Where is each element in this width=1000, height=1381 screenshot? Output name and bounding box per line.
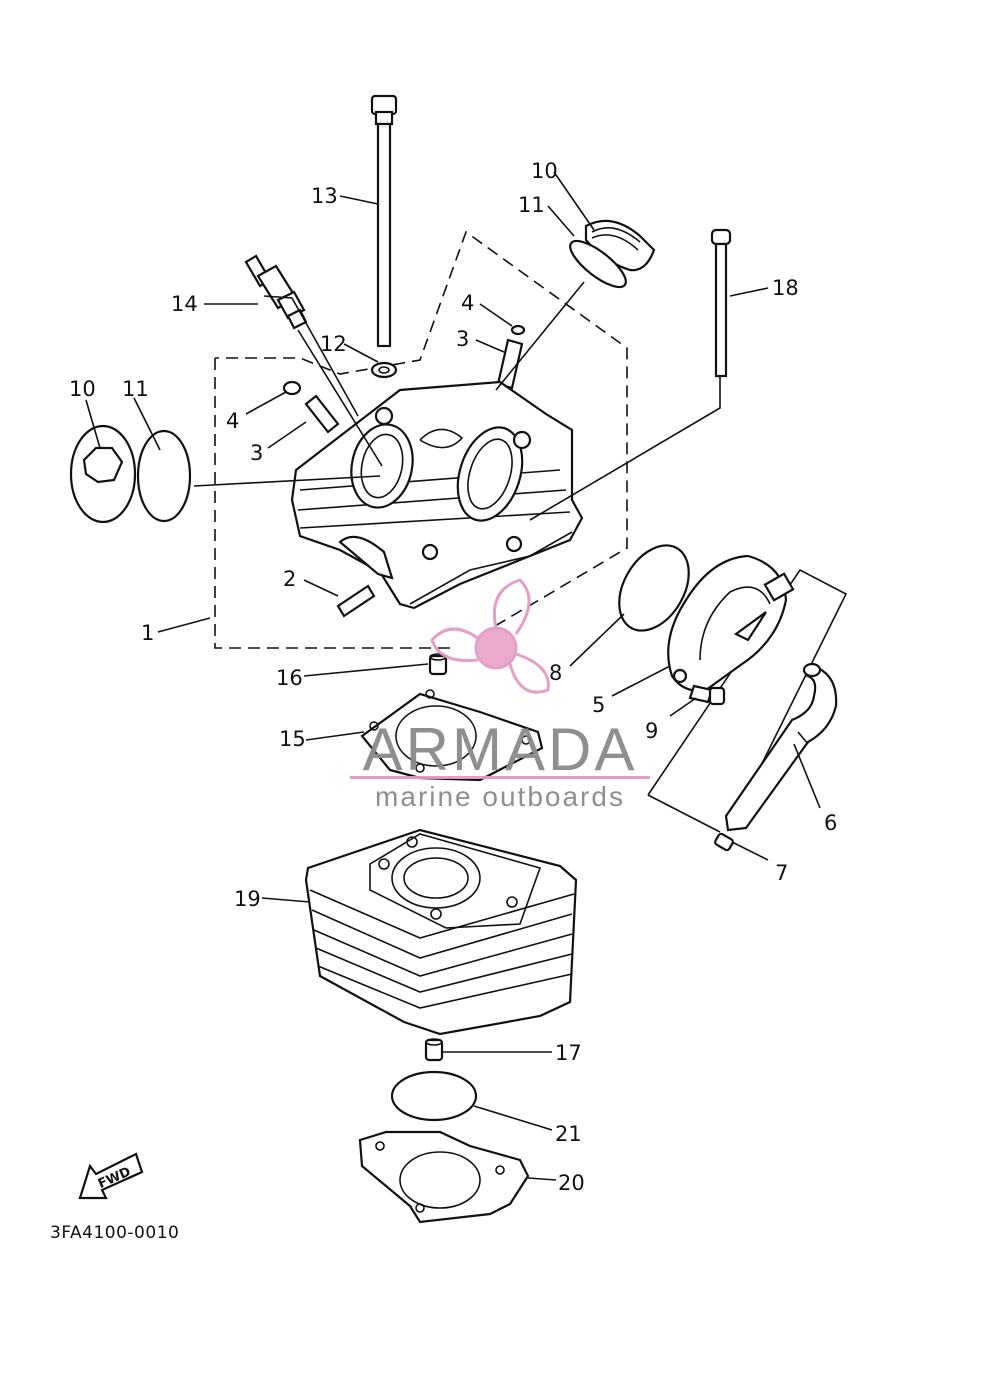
callout-9: 9 xyxy=(645,719,658,743)
part-13-long-bolt xyxy=(370,94,398,348)
part-3-valve-guide-left xyxy=(304,394,340,434)
callout-1: 1 xyxy=(141,621,154,645)
callout-12: 12 xyxy=(320,332,347,356)
part-20-base-gasket xyxy=(358,1130,530,1224)
callout-16: 16 xyxy=(276,666,303,690)
watermark-subtitle: marine outboards xyxy=(375,781,625,812)
callout-19: 19 xyxy=(234,887,261,911)
part-8-cover-gasket xyxy=(618,544,690,632)
part-5-breather-cover xyxy=(667,554,795,692)
fwd-direction-arrow-icon: FWD xyxy=(78,1152,144,1200)
callout-3-left: 3 xyxy=(250,441,263,465)
part-11-o-ring-right xyxy=(569,239,627,289)
callout-10-right: 10 xyxy=(531,159,558,183)
diagram-code: 3FA4100-0010 xyxy=(50,1223,179,1243)
callout-10-left: 10 xyxy=(69,377,96,401)
part-2-stud-bolt xyxy=(336,584,376,618)
callout-8: 8 xyxy=(549,661,562,685)
callout-6: 6 xyxy=(824,811,837,835)
part-3-valve-guide-right xyxy=(496,338,524,390)
part-9-bolt xyxy=(688,684,726,706)
part-19-cylinder xyxy=(304,828,578,1036)
callout-3-right: 3 xyxy=(456,327,469,351)
callout-5: 5 xyxy=(592,693,605,717)
watermark-title: ARMADA xyxy=(363,716,638,783)
callout-14: 14 xyxy=(171,292,198,316)
part-11-o-ring-left xyxy=(136,429,192,523)
part-16-dowel-pin xyxy=(428,653,448,676)
callout-labels: 1 2 3 3 4 4 5 6 7 8 9 10 10 11 11 12 13 … xyxy=(69,159,837,1195)
callout-21: 21 xyxy=(555,1122,582,1146)
part-14-spark-plug xyxy=(244,254,308,330)
callout-11-right: 11 xyxy=(518,193,545,217)
part-6-breather-hose xyxy=(724,662,838,832)
part-18-stud-bolt xyxy=(710,228,732,378)
watermark: ARMADA marine outboards xyxy=(350,578,650,812)
watermark-underline xyxy=(350,776,650,779)
part-4-clip-left xyxy=(282,380,302,396)
callout-13: 13 xyxy=(311,184,338,208)
part-12-washer xyxy=(370,361,398,379)
callout-20: 20 xyxy=(558,1171,585,1195)
part-21-o-ring xyxy=(390,1070,478,1122)
callout-7: 7 xyxy=(775,861,788,885)
propeller-logo-icon xyxy=(430,578,550,694)
part-4-clip-right xyxy=(510,324,526,336)
callout-17: 17 xyxy=(555,1041,582,1065)
callout-18: 18 xyxy=(772,276,799,300)
part-17-dowel-pin xyxy=(424,1038,444,1062)
callout-2: 2 xyxy=(283,567,296,591)
part-7-hose-clip xyxy=(714,832,734,852)
callout-4-right: 4 xyxy=(461,291,474,315)
part-10-tappet-cover-left xyxy=(69,424,137,524)
part-15-head-gasket xyxy=(360,689,544,782)
head-assembly-boundary xyxy=(214,230,628,649)
callout-11-left: 11 xyxy=(122,377,149,401)
part-1-cylinder-head xyxy=(290,380,584,610)
breather-assembly-boundary xyxy=(647,568,848,833)
callout-15: 15 xyxy=(279,727,306,751)
leader-lines xyxy=(85,171,821,1181)
callout-4-left: 4 xyxy=(226,409,239,433)
